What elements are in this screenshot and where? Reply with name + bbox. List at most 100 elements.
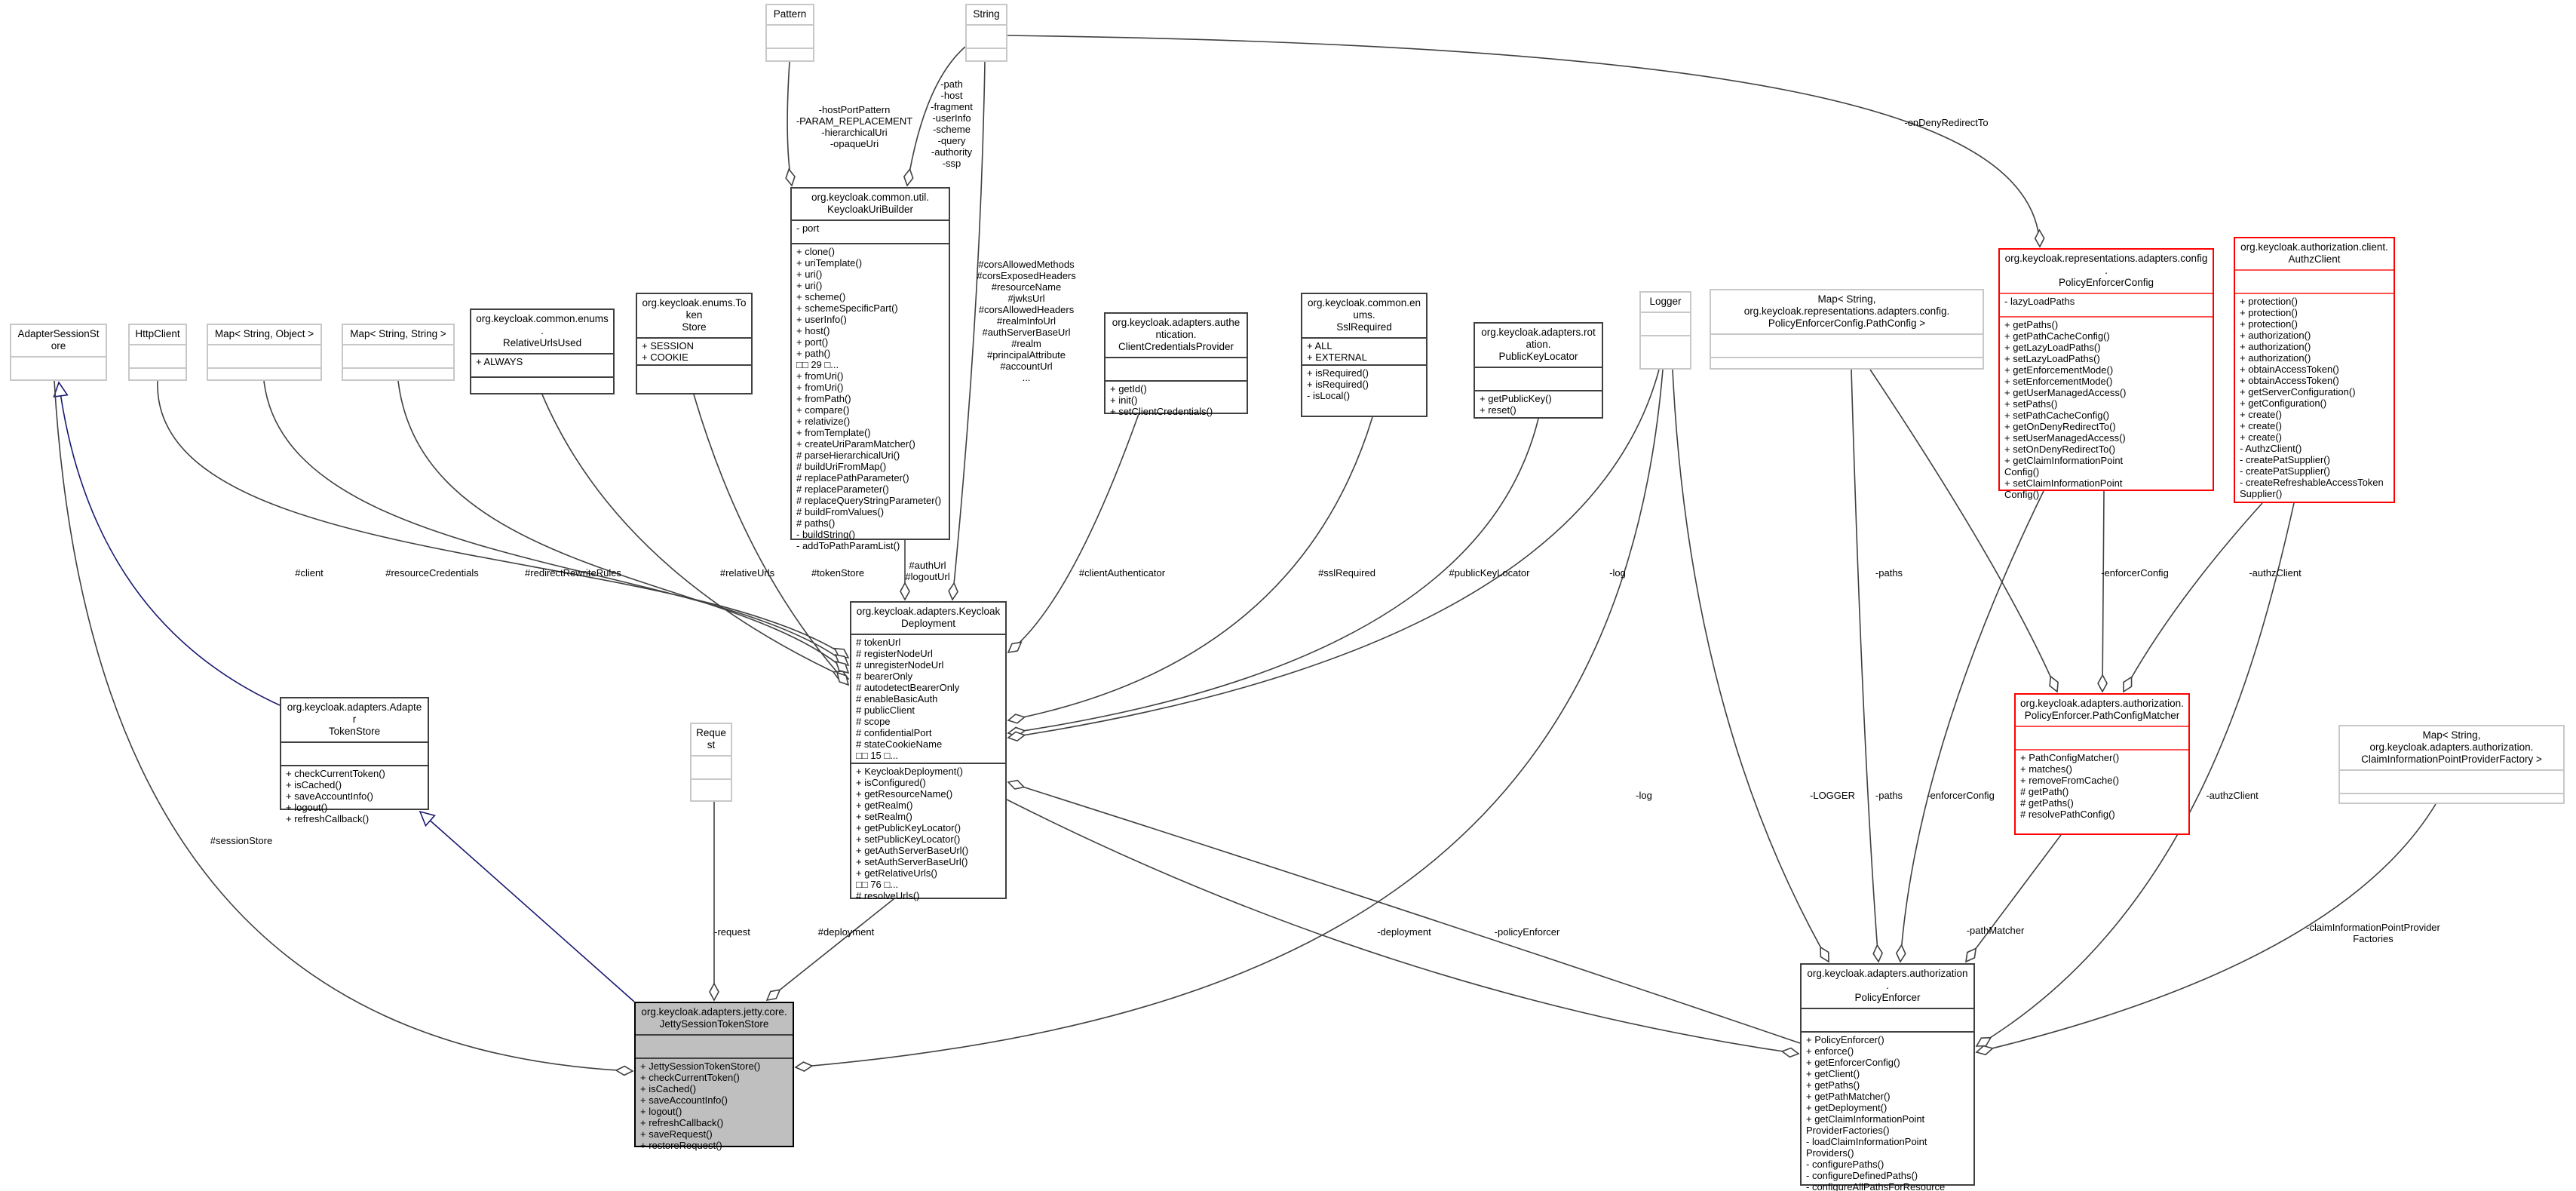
- class-attribute[interactable]: # tokenUrl: [856, 637, 901, 648]
- class-attribute[interactable]: # enableBasicAuth: [856, 693, 938, 704]
- class-method[interactable]: + getEnforcerConfig(): [1806, 1057, 1900, 1068]
- class-method[interactable]: + create(): [2240, 409, 2282, 420]
- class-method[interactable]: + obtainAccessToken(): [2240, 364, 2339, 375]
- class-method[interactable]: + host(): [796, 325, 830, 336]
- class-method[interactable]: + getClaimInformationPoint ProviderFacto…: [1806, 1113, 1925, 1136]
- class-method[interactable]: + getLazyLoadPaths(): [2004, 342, 2101, 353]
- class-method[interactable]: # paths(): [796, 517, 836, 529]
- class-method[interactable]: + getPathMatcher(): [1806, 1091, 1891, 1102]
- class-method[interactable]: + clone(): [796, 246, 835, 257]
- class-attribute[interactable]: # confidentialPort: [856, 727, 932, 738]
- class-method[interactable]: # resolveUrls(): [856, 890, 920, 901]
- class-method[interactable]: + isConfigured(): [856, 777, 926, 788]
- class-method[interactable]: + setClientCredentials(): [1110, 406, 1213, 417]
- class-method[interactable]: + refreshCallback(): [640, 1117, 724, 1128]
- class-method[interactable]: + restoreRequest(): [640, 1140, 722, 1151]
- class-attribute[interactable]: # bearerOnly: [856, 671, 913, 682]
- class-method[interactable]: + authorization(): [2240, 341, 2311, 352]
- class-method[interactable]: - configurePaths(): [1806, 1159, 1884, 1170]
- class-mapclaiminfo[interactable]: Map< String, org.keycloak.adapters.autho…: [2338, 725, 2565, 804]
- class-method[interactable]: + JettySessionTokenStore(): [640, 1061, 761, 1072]
- class-method[interactable]: + getClient(): [1806, 1068, 1860, 1079]
- class-pattern[interactable]: Pattern: [765, 4, 814, 62]
- class-method[interactable]: + getUserManagedAccess(): [2004, 387, 2127, 398]
- class-method[interactable]: + getResourceName(): [856, 788, 953, 800]
- class-method[interactable]: - createPatSupplier(): [2240, 465, 2330, 477]
- class-method[interactable]: + PathConfigMatcher(): [2020, 752, 2120, 763]
- class-mappathconfig[interactable]: Map< String, org.keycloak.representation…: [1710, 289, 1984, 370]
- class-method[interactable]: + relativize(): [796, 416, 851, 427]
- class-method[interactable]: - isLocal(): [1307, 390, 1351, 401]
- class-method[interactable]: + setAuthServerBaseUrl(): [856, 856, 968, 867]
- class-method[interactable]: + reset(): [1480, 404, 1516, 416]
- class-attribute[interactable]: - port: [796, 223, 820, 234]
- class-attribute[interactable]: + ALWAYS: [476, 356, 523, 367]
- class-attribute[interactable]: # autodetectBearerOnly: [856, 682, 960, 693]
- class-method[interactable]: # resolvePathConfig(): [2020, 809, 2115, 820]
- class-method[interactable]: + obtainAccessToken(): [2240, 375, 2339, 386]
- class-mapstringobject[interactable]: Map< String, Object >: [207, 324, 322, 381]
- class-clientcredentialsprovider[interactable]: org.keycloak.adapters.authentication. Cl…: [1104, 312, 1248, 417]
- class-policyenforcerconfig[interactable]: org.keycloak.representations.adapters.co…: [1998, 248, 2214, 500]
- class-method[interactable]: + setEnforcementMode(): [2004, 376, 2113, 387]
- class-pathconfigmatcher[interactable]: org.keycloak.adapters.authorization. Pol…: [2014, 693, 2190, 835]
- class-method[interactable]: + getPaths(): [1806, 1079, 1860, 1091]
- class-method[interactable]: - addToPathParamList(): [796, 540, 900, 551]
- class-method[interactable]: + authorization(): [2240, 352, 2311, 364]
- class-method[interactable]: + getDeployment(): [1806, 1102, 1888, 1113]
- class-method[interactable]: + logout(): [286, 802, 328, 813]
- class-method[interactable]: + getAuthServerBaseUrl(): [856, 845, 969, 856]
- class-method[interactable]: + getRealm(): [856, 800, 913, 811]
- class-mapstringstring[interactable]: Map< String, String >: [342, 324, 455, 381]
- class-method[interactable]: + getPublicKeyLocator(): [856, 822, 961, 833]
- class-method[interactable]: + PolicyEnforcer(): [1806, 1034, 1884, 1045]
- class-httpclient[interactable]: HttpClient: [128, 324, 187, 381]
- class-attribute[interactable]: + ALL: [1307, 340, 1332, 351]
- class-method[interactable]: + getClaimInformationPoint Config(): [2004, 455, 2124, 477]
- class-uribuilder[interactable]: org.keycloak.common.util. KeycloakUriBui…: [790, 187, 950, 551]
- class-method[interactable]: + path(): [796, 348, 831, 359]
- class-method[interactable]: + saveAccountInfo(): [286, 790, 373, 802]
- class-method[interactable]: + uri(): [796, 269, 823, 280]
- class-method[interactable]: + create(): [2240, 431, 2282, 443]
- class-method[interactable]: + createUriParamMatcher(): [796, 438, 915, 450]
- class-method[interactable]: + saveRequest(): [640, 1128, 713, 1140]
- class-method[interactable]: # getPath(): [2020, 786, 2069, 797]
- class-method[interactable]: + scheme(): [796, 291, 846, 302]
- class-method[interactable]: - AuthzClient(): [2240, 443, 2302, 454]
- class-method[interactable]: □□ 29 □...: [796, 359, 839, 370]
- class-method[interactable]: + schemeSpecificPart(): [796, 302, 898, 314]
- class-method[interactable]: + refreshCallback(): [286, 813, 370, 824]
- class-method[interactable]: + compare(): [796, 404, 850, 416]
- class-method[interactable]: + checkCurrentToken(): [640, 1072, 740, 1083]
- class-authzclient[interactable]: org.keycloak.authorization.client. Authz…: [2234, 237, 2395, 503]
- class-method[interactable]: + getId(): [1110, 383, 1147, 394]
- class-attribute[interactable]: □□ 15 □...: [856, 750, 899, 761]
- class-method[interactable]: + init(): [1110, 394, 1138, 406]
- class-method[interactable]: + matches(): [2020, 763, 2072, 775]
- class-method[interactable]: + setOnDenyRedirectTo(): [2004, 444, 2116, 455]
- class-tokenstore[interactable]: org.keycloak.enums.Token Store+ SESSION+…: [636, 293, 753, 394]
- class-logger[interactable]: Logger: [1639, 291, 1691, 370]
- class-method[interactable]: + getRelativeUrls(): [856, 867, 938, 879]
- class-method[interactable]: # buildUriFromMap(): [796, 461, 887, 472]
- class-sslrequired[interactable]: org.keycloak.common.enums. SslRequired+ …: [1301, 293, 1428, 417]
- class-method[interactable]: + getPathCacheConfig(): [2004, 330, 2110, 342]
- class-method[interactable]: + uriTemplate(): [796, 257, 863, 269]
- class-method[interactable]: + isRequired(): [1307, 367, 1369, 379]
- class-method[interactable]: + fromUri(): [796, 370, 844, 382]
- class-method[interactable]: + create(): [2240, 420, 2282, 431]
- class-method[interactable]: + setLazyLoadPaths(): [2004, 353, 2100, 364]
- class-method[interactable]: + protection(): [2240, 307, 2298, 318]
- class-method[interactable]: + isCached(): [286, 779, 342, 790]
- class-method[interactable]: - loadClaimInformationPoint Providers(): [1806, 1136, 1927, 1159]
- class-publickeylocator[interactable]: org.keycloak.adapters.rotation. PublicKe…: [1474, 322, 1603, 419]
- class-method[interactable]: # getPaths(): [2020, 797, 2074, 809]
- class-method[interactable]: - createRefreshableAccessToken Supplier(…: [2240, 477, 2384, 499]
- class-relativeurlsused[interactable]: org.keycloak.common.enums. RelativeUrlsU…: [470, 308, 615, 394]
- class-method[interactable]: # replaceQueryStringParameter(): [796, 495, 942, 506]
- class-adaptertokenstore[interactable]: org.keycloak.adapters.Adapter TokenStore…: [280, 697, 429, 824]
- class-policyenforcer[interactable]: org.keycloak.adapters.authorization. Pol…: [1800, 963, 1975, 1191]
- class-method[interactable]: + getEnforcementMode(): [2004, 364, 2114, 376]
- class-method[interactable]: + port(): [796, 336, 829, 348]
